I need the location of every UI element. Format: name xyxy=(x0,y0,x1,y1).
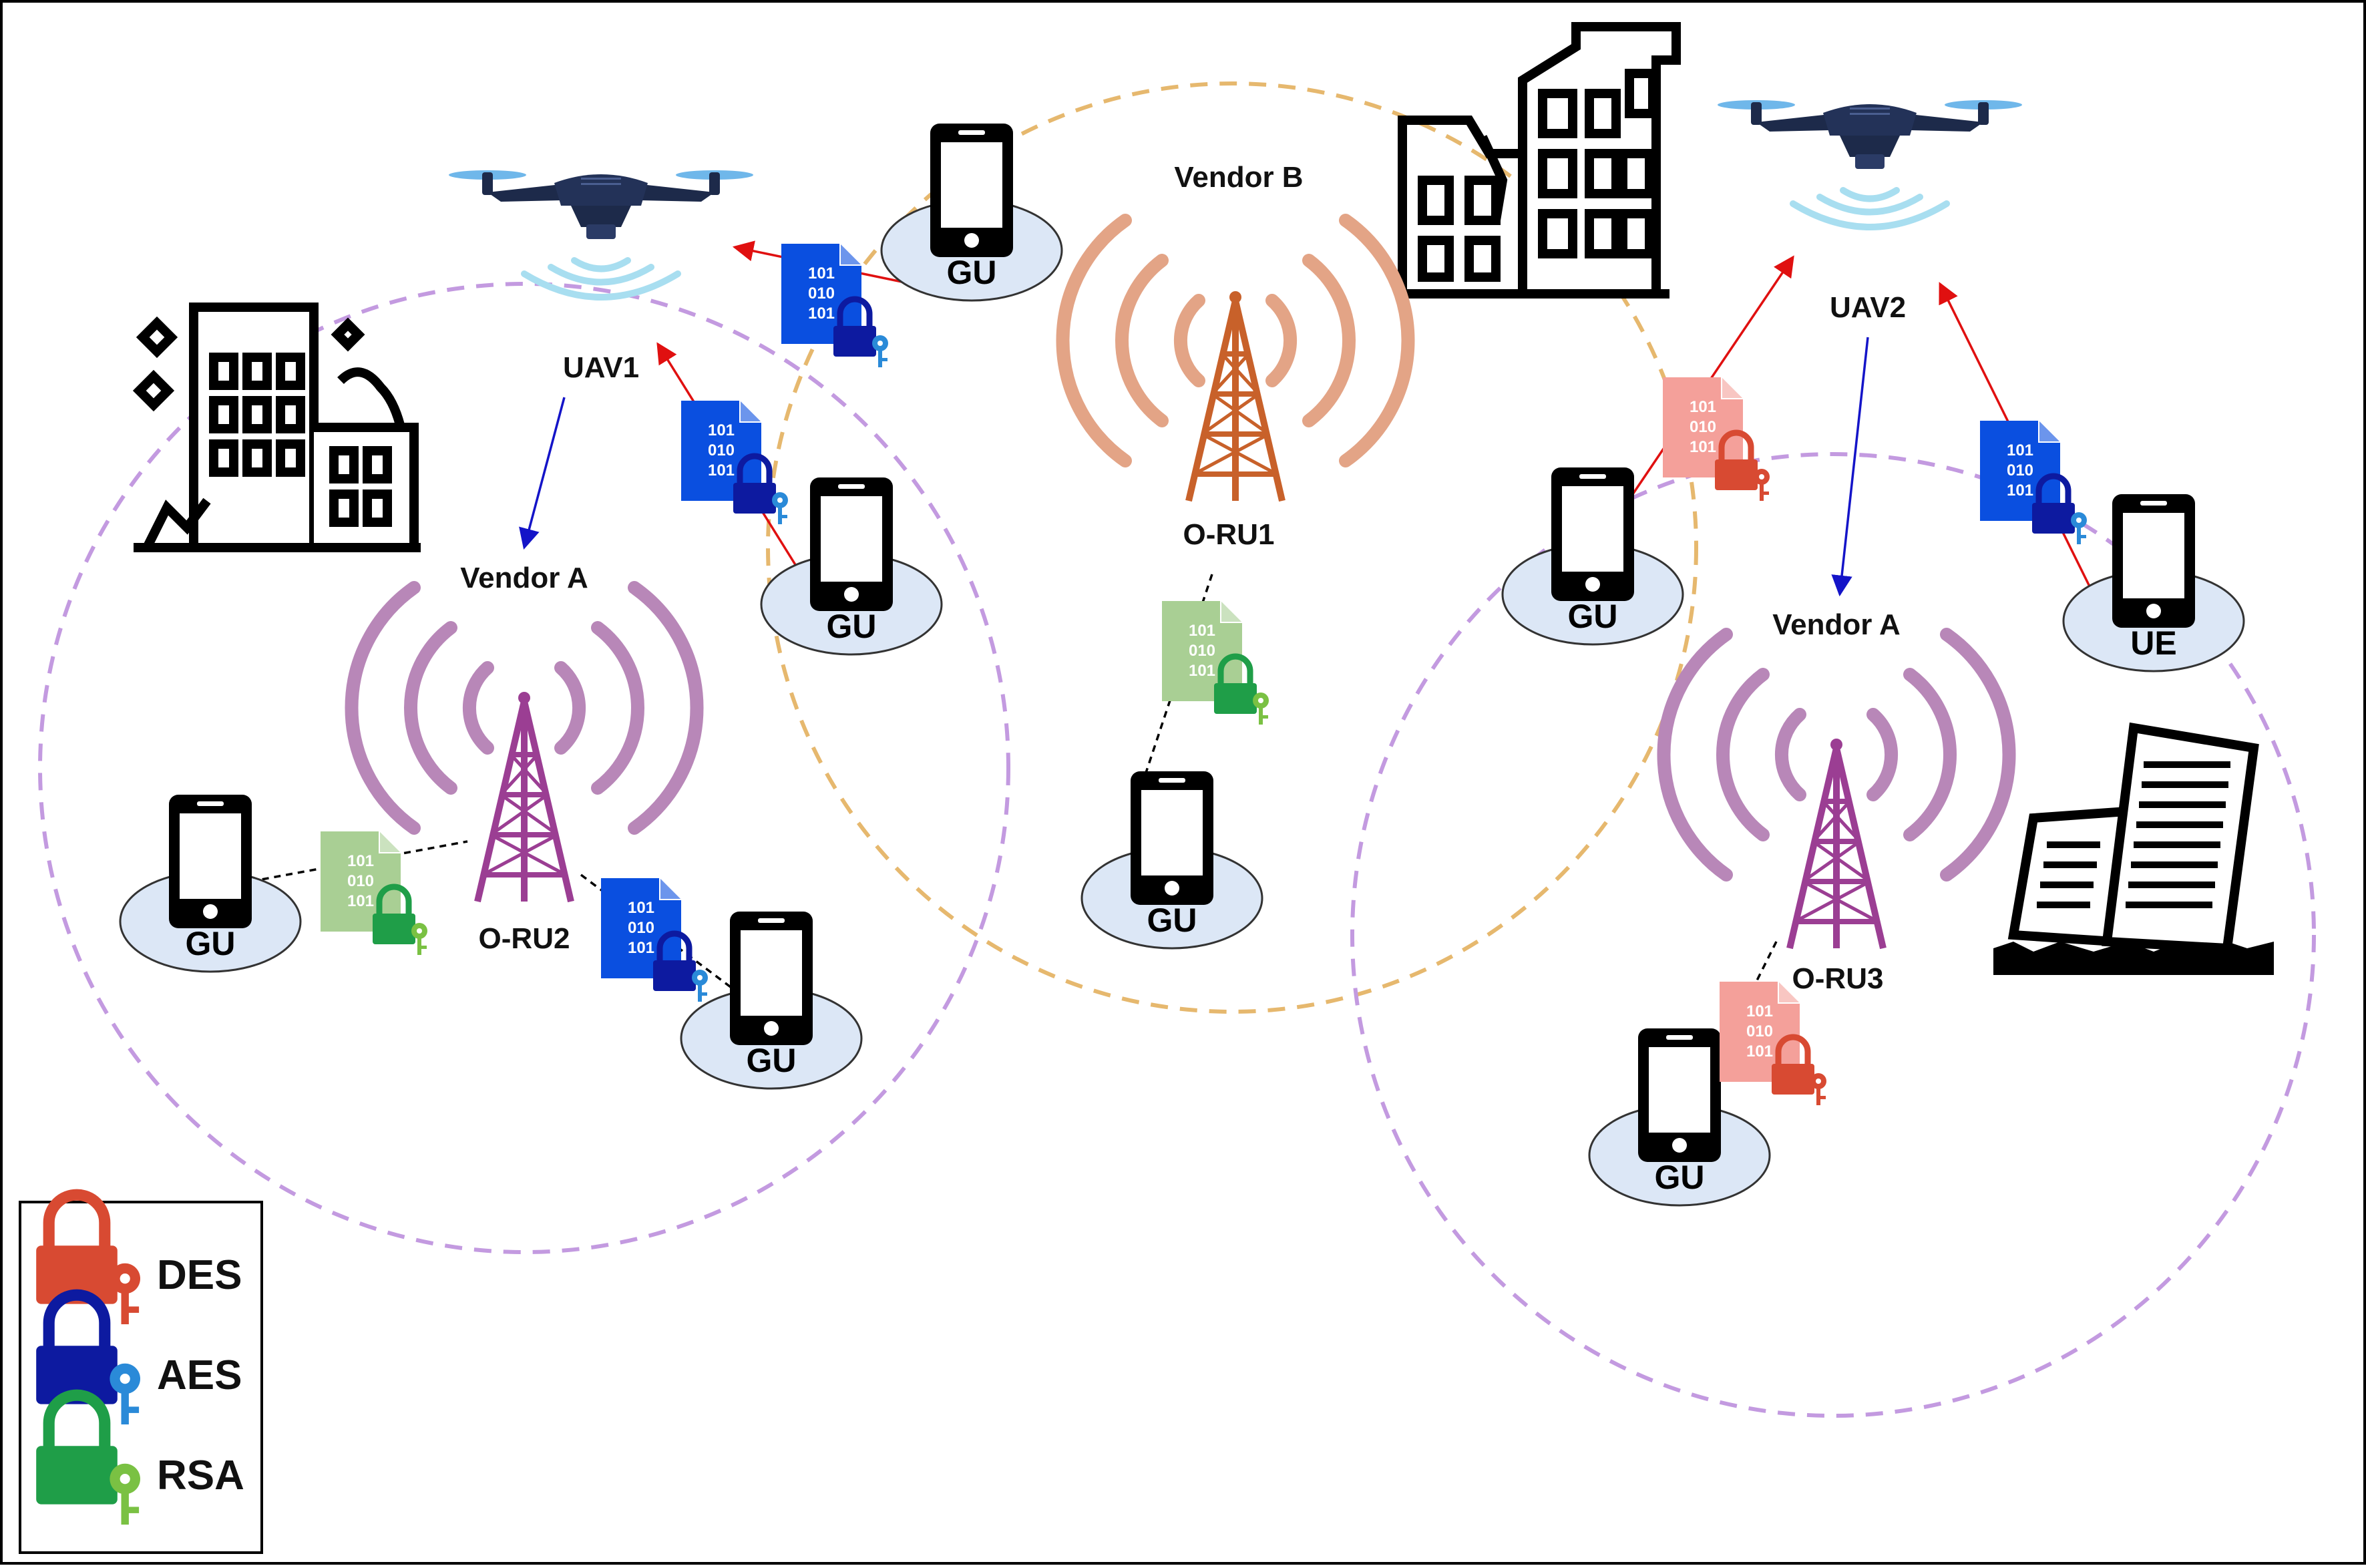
packet-bits: 101 xyxy=(1746,1002,1773,1020)
ground-user: GU xyxy=(1080,770,1263,950)
legend-item: AES xyxy=(36,1295,242,1424)
packet-bits: 101 xyxy=(347,892,374,910)
packet-bits: 101 xyxy=(808,264,835,282)
aes-lock-icon xyxy=(2032,476,2087,544)
coverage-circle-oru2 xyxy=(38,282,1010,1254)
vendor-a-left-label: Vendor A xyxy=(460,562,588,594)
svg-text:GU: GU xyxy=(1655,1159,1705,1196)
damaged-building-icon xyxy=(132,303,421,552)
packet-bits: 010 xyxy=(708,441,735,459)
packet-bits: 010 xyxy=(347,872,374,890)
packet-bits: 101 xyxy=(1189,662,1215,680)
packet-bits: 010 xyxy=(2007,461,2033,479)
aes-lock-icon xyxy=(733,456,788,524)
legend-item: DES xyxy=(36,1195,242,1324)
svg-text:UE: UE xyxy=(2130,624,2176,662)
packet-bits: 101 xyxy=(628,899,654,917)
svg-text:GU: GU xyxy=(1568,598,1618,635)
packet-bits: 101 xyxy=(628,939,654,957)
tilted-buildings-icon xyxy=(1993,722,2274,975)
packet-bits: 010 xyxy=(628,919,654,937)
des-lock-icon xyxy=(1772,1037,1826,1105)
svg-text:GU: GU xyxy=(947,254,997,291)
oru1-label: O-RU1 xyxy=(1183,518,1275,551)
encrypted-packet-rsa: 101 010 101 xyxy=(320,831,427,955)
ground-user: GU xyxy=(760,476,943,656)
packet-bits: 101 xyxy=(1189,622,1215,640)
svg-text:GU: GU xyxy=(1147,902,1197,939)
packet-bits: 101 xyxy=(347,852,374,870)
rsa-lock-icon xyxy=(373,887,427,955)
packet-bits: 101 xyxy=(808,305,835,323)
oru1-tower xyxy=(1056,214,1415,501)
ground-user: GU xyxy=(1588,1027,1771,1207)
user-equipment: UE xyxy=(2062,493,2245,672)
encrypted-packet-aes: 101 010 101 xyxy=(600,877,708,1002)
encrypted-packet-aes: 101 010 101 xyxy=(1979,420,2087,544)
encrypted-packet-aes: 101 010 101 xyxy=(781,243,888,367)
ground-user: GU xyxy=(880,122,1063,302)
legend-label: DES xyxy=(157,1252,242,1298)
legend-item: RSA xyxy=(36,1395,244,1525)
packet-bits: 101 xyxy=(708,461,735,479)
legend-label: RSA xyxy=(157,1452,244,1499)
ground-user: GU xyxy=(680,910,863,1090)
oru3-label: O-RU3 xyxy=(1792,962,1884,995)
packet-bits: 101 xyxy=(1690,398,1716,416)
packet-bits: 101 xyxy=(708,421,735,439)
packet-bits: 010 xyxy=(808,284,835,303)
packet-bits: 010 xyxy=(1690,418,1716,436)
encrypted-packet-des: 101 010 101 xyxy=(1662,377,1770,501)
packet-bits: 010 xyxy=(1189,642,1215,660)
backhaul-arrow xyxy=(519,397,566,550)
uav2-label: UAV2 xyxy=(1830,291,1906,324)
svg-text:GU: GU xyxy=(747,1042,797,1079)
aes-lock-icon xyxy=(833,299,888,367)
svg-text:GU: GU xyxy=(186,925,236,962)
packet-bits: 101 xyxy=(2007,481,2033,500)
rsa-lock-icon xyxy=(1214,656,1269,725)
coverage-circle-oru3 xyxy=(1350,452,2316,1418)
encrypted-packet-des: 101 010 101 xyxy=(1719,981,1826,1105)
svg-text:GU: GU xyxy=(827,608,877,645)
aes-lock-icon xyxy=(653,934,708,1002)
backhaul-arrow xyxy=(1831,337,1869,597)
encrypted-packet-rsa: 101 010 101 xyxy=(1161,600,1269,725)
oru2-tower xyxy=(345,581,704,902)
legend-label: AES xyxy=(157,1352,242,1398)
coverage-circle-oru1 xyxy=(766,81,1698,1014)
uav2-drone-icon xyxy=(1718,100,2022,230)
ground-user: GU xyxy=(1501,466,1684,646)
uav1-label: UAV1 xyxy=(563,351,639,384)
ground-user: GU xyxy=(119,793,302,973)
encrypted-packet-aes: 101 010 101 xyxy=(680,400,788,524)
legend: DES AES RSA xyxy=(19,1195,263,1554)
vendor-a-right-label: Vendor A xyxy=(1772,608,1901,641)
aes-lock-icon xyxy=(36,1295,140,1424)
oru2-label: O-RU2 xyxy=(479,922,570,955)
uplink-arrow xyxy=(1631,255,1794,495)
uav1-drone-icon xyxy=(449,170,753,301)
packet-bits: 010 xyxy=(1746,1022,1773,1040)
damaged-skyscraper-icon xyxy=(1398,22,1681,299)
packet-bits: 101 xyxy=(1746,1042,1773,1060)
oru3-tower xyxy=(1657,628,2016,948)
rsa-lock-icon xyxy=(36,1395,140,1525)
packet-bits: 101 xyxy=(2007,441,2033,459)
vendor-b-label: Vendor B xyxy=(1174,161,1303,194)
des-lock-icon xyxy=(36,1195,140,1324)
packet-bits: 101 xyxy=(1690,438,1716,456)
des-lock-icon xyxy=(1715,433,1770,501)
